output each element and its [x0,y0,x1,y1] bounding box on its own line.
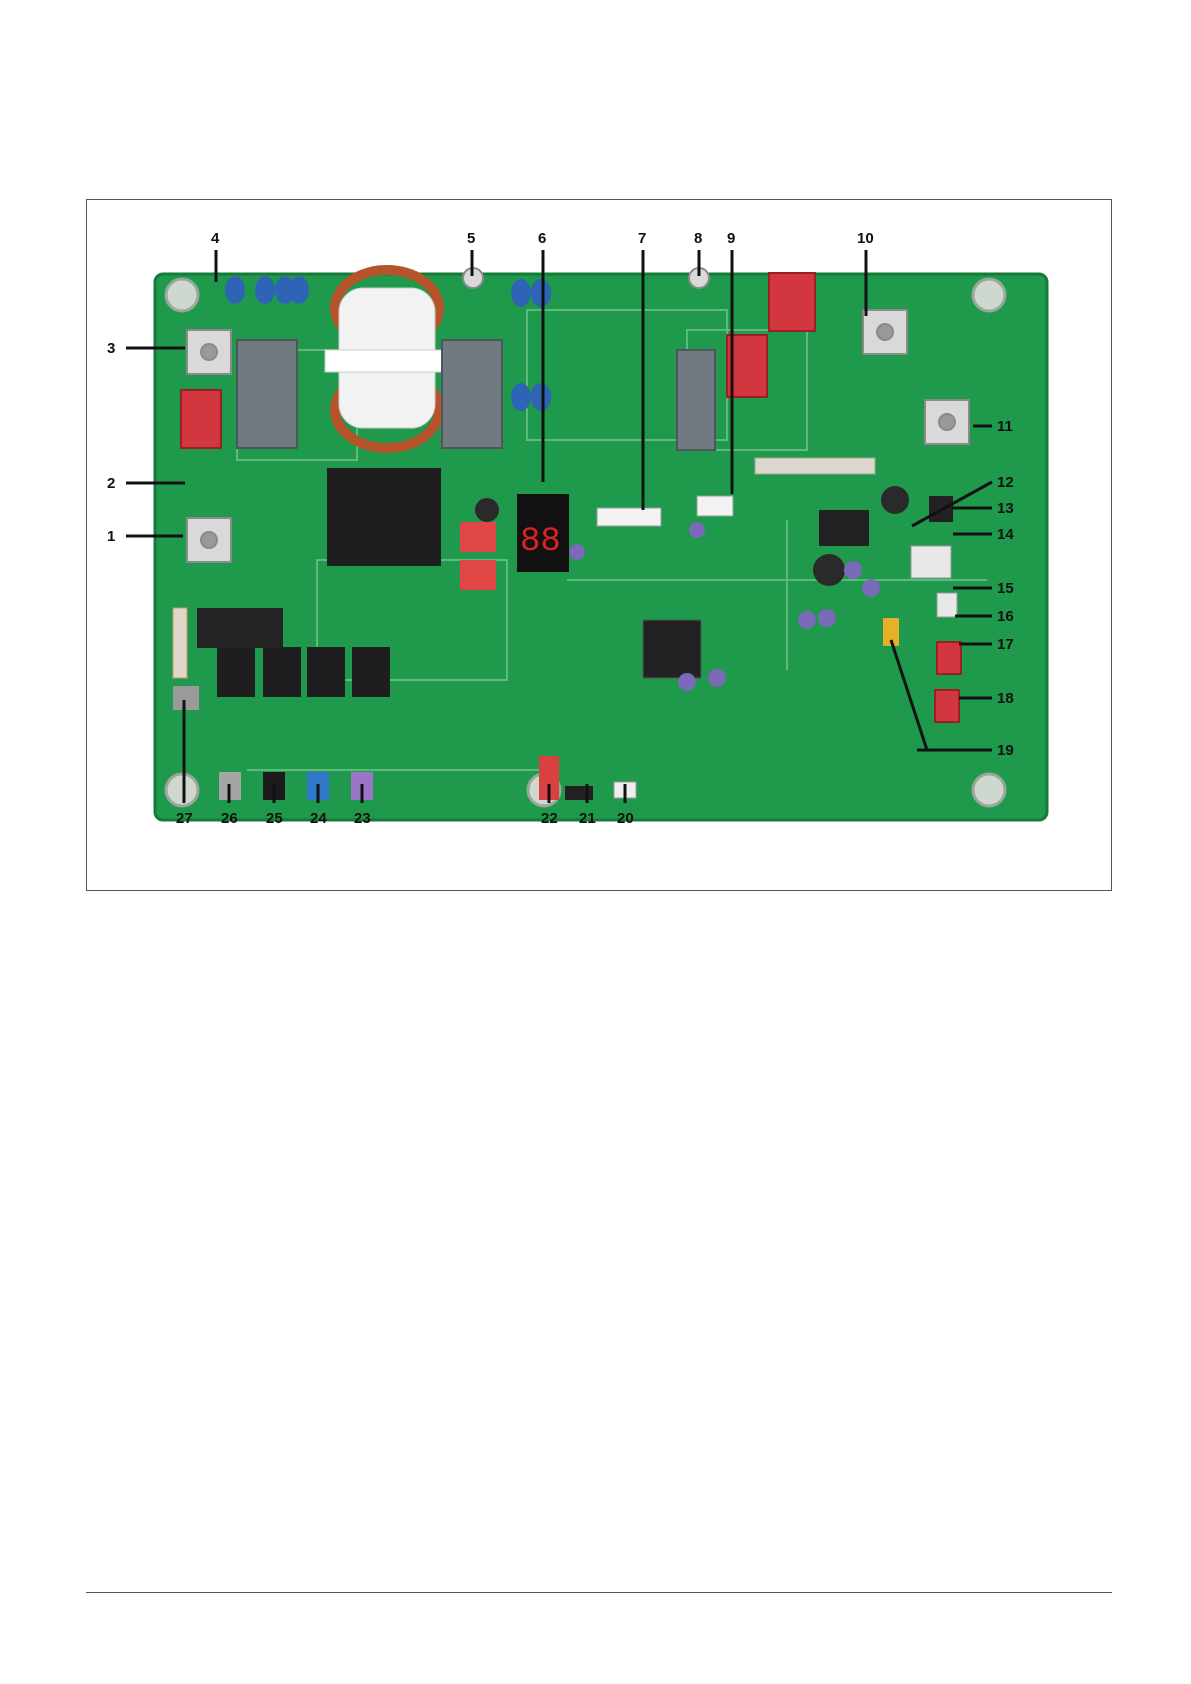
callout-20: 20 [617,810,634,827]
callout-22: 22 [541,810,558,827]
callout-17: 17 [997,636,1014,653]
callout-19: 19 [997,742,1014,759]
callout-24: 24 [310,810,327,827]
callout-8: 8 [694,230,702,247]
callout-18: 18 [997,690,1014,707]
microcontroller [643,620,701,678]
callout-27: 27 [176,810,193,827]
callout-4: 4 [211,230,220,247]
callout-5: 5 [467,230,475,247]
callout-11: 11 [997,418,1013,435]
seven-segment-display: 88 [517,494,569,572]
callout-23: 23 [354,810,371,827]
callout-6: 6 [538,230,546,247]
callout-9: 9 [727,230,735,247]
callout-7: 7 [638,230,646,247]
callout-12: 12 [997,474,1014,491]
callout-1: 1 [107,528,115,545]
callout-26: 26 [221,810,238,827]
heatsink [819,510,869,546]
footer-rule [86,1592,1112,1593]
callout-15: 15 [997,580,1014,597]
callout-14: 14 [997,526,1014,543]
callout-25: 25 [266,810,283,827]
pcb-photo: 88 [87,200,1111,890]
callout-13: 13 [997,500,1014,517]
callout-21: 21 [579,810,596,827]
callout-16: 16 [997,608,1014,625]
callout-3: 3 [107,340,115,357]
fuse-holder [197,608,283,648]
figure-frame: 88 [86,199,1112,891]
callout-10: 10 [857,230,874,247]
callout-2: 2 [107,475,115,492]
svg-text:88: 88 [520,523,561,561]
